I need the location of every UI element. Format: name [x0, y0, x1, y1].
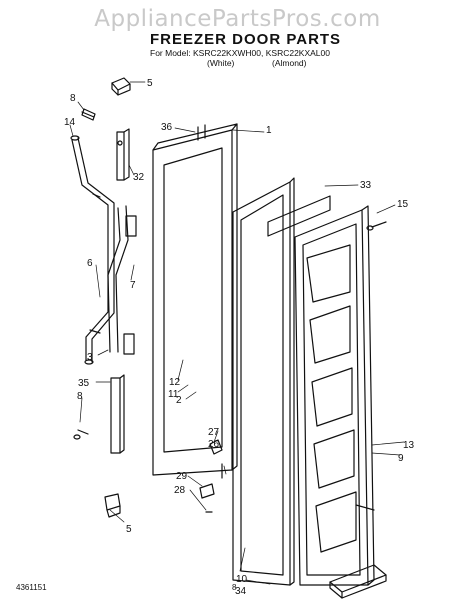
- callout-2: 2: [176, 395, 182, 406]
- callout-9: 9: [398, 453, 404, 464]
- callout-8-bottom: 8: [77, 391, 83, 402]
- callout-5-bottom: 5: [126, 524, 132, 535]
- page-number: 8: [232, 583, 237, 592]
- callout-7: 7: [130, 280, 136, 291]
- callout-27: 27: [208, 427, 220, 438]
- callout-33: 33: [360, 180, 372, 191]
- callout-11: 11: [168, 389, 179, 400]
- door-panel-part: [152, 123, 238, 476]
- top-cap-part: [81, 77, 131, 121]
- small-hardware: [199, 439, 223, 513]
- callout-1: 1: [266, 125, 272, 136]
- callout-32: 32: [133, 172, 145, 183]
- callout-28-left: 28: [174, 485, 186, 496]
- callout-3: 3: [87, 352, 93, 363]
- callout-29: 29: [176, 471, 188, 482]
- screw-part: [366, 221, 387, 231]
- handle-part: [89, 193, 137, 355]
- callout-12: 12: [169, 377, 181, 388]
- lower-bracket-part: [73, 374, 125, 454]
- bottom-cap-part: [104, 493, 121, 518]
- callout-13: 13: [403, 440, 415, 451]
- callout-6: 6: [87, 258, 93, 269]
- page-title: FREEZER DOOR PARTS: [150, 31, 342, 48]
- callout-labels: 5 8 14 36 1 32 33 6 15 7 3 12 35 11 8 2 …: [64, 78, 415, 597]
- callout-14: 14: [64, 117, 76, 128]
- upper-bracket-part: [116, 128, 130, 181]
- callout-15: 15: [397, 199, 409, 210]
- gasket-part: [267, 195, 331, 237]
- callout-10: 10: [236, 574, 248, 585]
- variant-almond: (Almond): [272, 58, 307, 68]
- document-number: 4361151: [16, 583, 47, 592]
- bin-part: [329, 564, 387, 599]
- watermark: AppliancePartsPros.com: [94, 6, 381, 32]
- model-line: For Model: KSRC22KXWH00, KSRC22KXAL00: [150, 48, 330, 58]
- door-liner-part: [232, 177, 295, 586]
- callout-36: 36: [161, 122, 173, 133]
- variant-white: (White): [207, 58, 235, 68]
- callout-34: 34: [235, 586, 247, 597]
- callout-26: 26: [208, 439, 220, 450]
- callout-8-top: 8: [70, 93, 76, 104]
- callout-35: 35: [78, 378, 90, 389]
- hinge-bar-part: [70, 135, 115, 365]
- callout-5-top: 5: [147, 78, 153, 89]
- door-shelves-part: [294, 205, 375, 586]
